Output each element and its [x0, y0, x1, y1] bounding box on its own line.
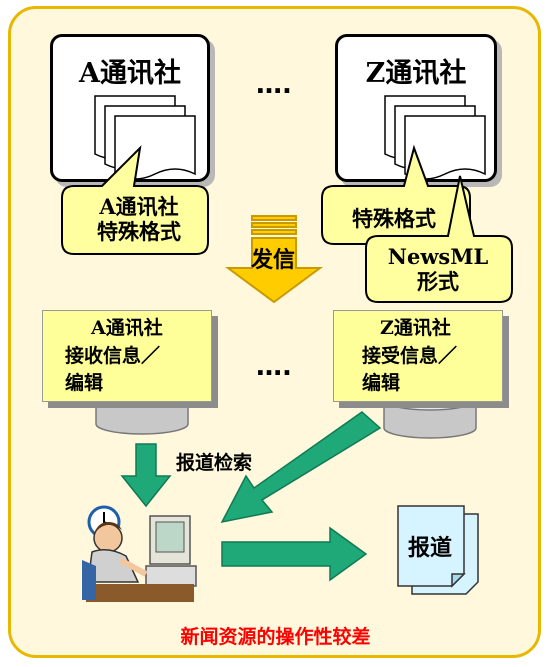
- callout-newsml-text: NewsML 形式: [370, 244, 506, 294]
- document-stack-icon-z: [384, 95, 486, 180]
- diagram-caption: 新闻资源的操作性较差: [180, 626, 371, 648]
- callout-a-line1: A通讯社: [99, 194, 179, 219]
- callout-z-format-text: 特殊格式: [352, 206, 436, 231]
- document-stack-icon-a: [94, 95, 196, 180]
- receive-a-line3: 编辑: [65, 372, 104, 395]
- report-label: 报道: [408, 536, 453, 561]
- receive-z-line2: 接受信息／: [362, 344, 458, 367]
- newsml-line1: NewsML: [387, 244, 489, 269]
- receive-z-line3: 编辑: [362, 372, 401, 395]
- diagonal-arrow: [220, 411, 382, 524]
- callout-a-text: A通讯社 特殊格式: [66, 194, 212, 244]
- callout-z-format-shape: [321, 144, 471, 245]
- receive-ellipsis: ….: [256, 352, 292, 382]
- worker-at-computer-icon: [82, 505, 197, 602]
- agency-z-title: Z通讯社: [365, 58, 467, 89]
- callout-a-shape: [61, 145, 209, 255]
- receive-box-z: Z通讯社 接受信息／ 编辑: [333, 310, 503, 402]
- down-arrow: [120, 443, 172, 508]
- report-document-icon: [397, 505, 479, 595]
- receive-box-a: A通讯社 接收信息／ 编辑: [42, 310, 212, 402]
- send-label: 发信: [251, 248, 296, 273]
- receive-z-line1: Z通讯社: [380, 317, 451, 339]
- newsml-line2: 形式: [417, 269, 459, 295]
- agency-a-title: A通讯社: [79, 58, 181, 89]
- send-arrow: [224, 215, 324, 304]
- callout-a-line2: 特殊格式: [97, 219, 181, 245]
- receive-a-line2: 接收信息／: [65, 344, 161, 367]
- receive-a-line1: A通讯社: [91, 317, 163, 339]
- right-arrow: [221, 526, 368, 582]
- callout-newsml-shape: [365, 175, 513, 303]
- search-label: 报道检索: [176, 452, 253, 474]
- agency-ellipsis: ….: [256, 70, 292, 100]
